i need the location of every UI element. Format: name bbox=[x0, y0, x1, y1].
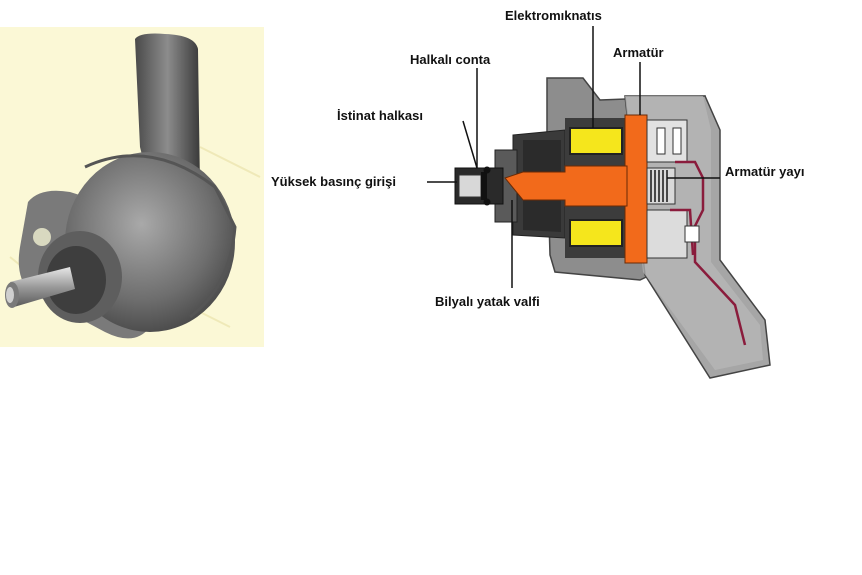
coil-upper bbox=[569, 127, 623, 155]
label-retaining-ring: İstinat halkası bbox=[337, 108, 423, 123]
armature-plate bbox=[624, 114, 648, 264]
wire-line bbox=[675, 160, 747, 346]
valve-pin bbox=[10, 267, 75, 307]
valve-photo-illustration bbox=[5, 33, 261, 339]
valve-cross-section bbox=[427, 26, 771, 379]
label-armature: Armatür bbox=[613, 45, 664, 60]
cross-section-diagram: Elektromıknatıs Armatür Halkalı conta İs… bbox=[265, 0, 862, 400]
leader-lines bbox=[427, 26, 720, 288]
label-ball-seat-valve: Bilyalı yatak valfi bbox=[435, 294, 540, 309]
label-electromagnet: Elektromıknatıs bbox=[505, 8, 602, 23]
valve-photo bbox=[0, 27, 264, 347]
armature-stem bbox=[504, 165, 628, 207]
label-armature-spring: Armatür yayı bbox=[725, 164, 805, 179]
flange-hole-top bbox=[33, 228, 51, 246]
label-high-pressure-inlet: Yüksek basınç girişi bbox=[271, 174, 397, 189]
armature-spring bbox=[650, 170, 668, 202]
label-ring-seal: Halkalı conta bbox=[410, 52, 491, 67]
coil-lower bbox=[569, 219, 623, 247]
